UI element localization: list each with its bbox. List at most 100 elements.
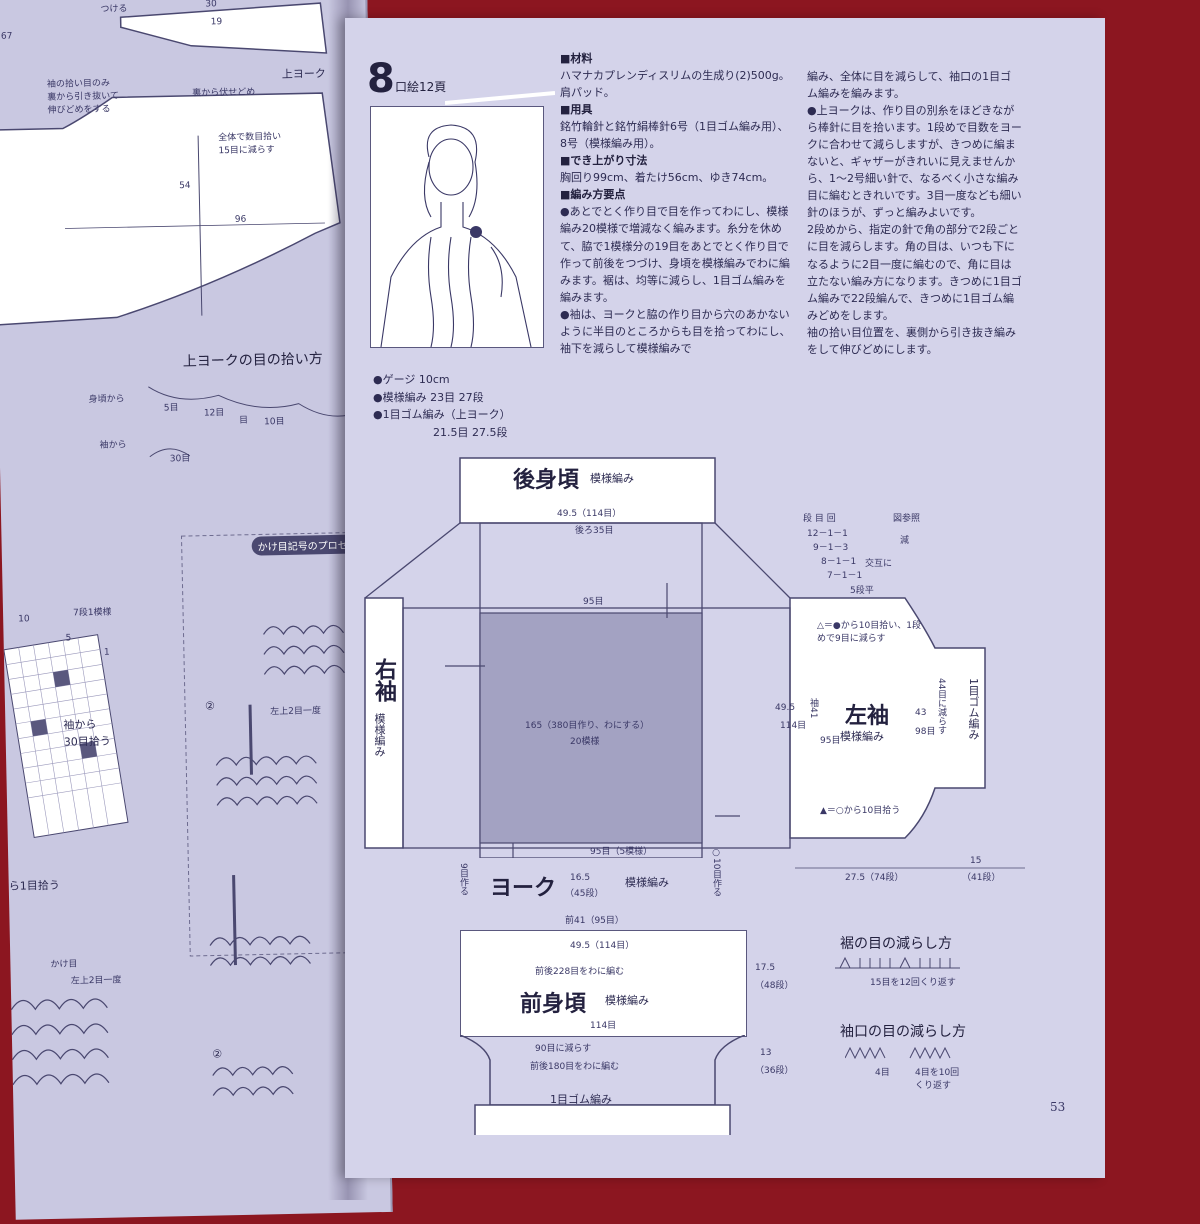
- yoke-title: ヨーク: [490, 876, 557, 901]
- label-30: 30: [205, 0, 217, 10]
- size-heading: ■でき上がり寸法: [560, 154, 648, 168]
- cuff-symbols: [845, 1046, 951, 1060]
- back-stitches: 後ろ35目: [575, 526, 614, 536]
- count-30: 30目: [169, 453, 191, 465]
- points-heading: ■編み方要点: [560, 188, 626, 202]
- pick-one-note: ら1目拾う: [8, 878, 60, 893]
- note-all-pick: 全体で数目拾い 15目に減らす: [218, 131, 282, 157]
- label-95: 95目: [583, 597, 604, 607]
- left-sleeve-title: 左袖: [845, 704, 890, 729]
- front-41: 前41（95目）: [565, 916, 624, 926]
- center-note-1: 165（380目作り、わにする）: [525, 721, 650, 731]
- count-5: 5目: [163, 403, 179, 414]
- center-note-2: 20模様: [570, 737, 600, 747]
- pattern-num-10: 10: [18, 614, 30, 625]
- step-mark-1: ②: [204, 699, 216, 713]
- schematic-lines: [364, 457, 986, 858]
- pattern-num-1: 1: [103, 647, 110, 658]
- sleeve-pick-note-1: △＝●から10目拾い、1段めで9目に減らす: [817, 621, 921, 644]
- left-sleeve-sub: 模様編み: [840, 730, 884, 743]
- label-67: 67: [0, 31, 13, 42]
- label-sleeve41: 袖41: [808, 698, 818, 719]
- count-1: 目: [238, 415, 249, 426]
- right-sleeve-title: 右袖: [371, 658, 396, 702]
- note-sleeve-pick: 袖の拾い目のみ 裏から引き抜いて 伸びどめをする: [46, 78, 120, 116]
- label-tsukeru: つける: [100, 4, 128, 15]
- cross-label: 交互に: [865, 559, 893, 569]
- cuff-rows: （41段）: [962, 873, 1001, 883]
- front-228: 前後228目をわに編む: [535, 967, 625, 977]
- cuff-repeat: 4目を10回くり返す: [915, 1068, 960, 1091]
- from-sleeve-label: 袖から: [99, 440, 127, 451]
- made-10: ○10目作る: [711, 848, 721, 897]
- label-96: 96: [234, 214, 247, 225]
- yoke-95: 95目（5模様）: [590, 847, 653, 857]
- sleeve-dim-line: [795, 867, 1025, 869]
- label-49-5: 49.5: [775, 703, 796, 713]
- height-13-rows: （36段）: [755, 1066, 794, 1076]
- from-body-label: 身頃から: [88, 394, 125, 406]
- height-17-5: 17.5: [755, 963, 776, 973]
- materials-text: ハマナカプレンディスリムの生成り(2)500g。肩パッド。: [560, 69, 790, 100]
- gauge-block: ●ゲージ 10cm ●模様編み 23目 27段 ●1目ゴム編み（上ヨーク） 21…: [373, 371, 553, 441]
- hem-repeat: 15目を12回くり返す: [870, 978, 956, 988]
- tools-text: 銘竹輪針と銘竹絹棒針6号（1目ゴム編み用）、8号（模様編み用）。: [560, 120, 789, 151]
- label-98: 98目: [915, 727, 936, 737]
- dan-row-1: 12－1－1: [807, 529, 848, 539]
- front-180: 前後180目をわに編む: [530, 1062, 620, 1072]
- gauge-line-2: ●模様編み 23目 27段: [373, 390, 484, 404]
- front-rib-shape: [460, 1035, 745, 1135]
- gauge-line-1: ●ゲージ 10cm: [373, 373, 450, 386]
- gauge-line-3: ●1目ゴム編み（上ヨーク）: [373, 408, 511, 422]
- sleeve-pick-note: 袖から 30目拾う: [63, 717, 111, 749]
- gauge-line-4: 21.5目 27.5段: [433, 425, 508, 439]
- sweater-illustration: [370, 106, 544, 348]
- dan-header: 段 目 回: [803, 514, 836, 524]
- kake-label: かけ目: [50, 959, 78, 970]
- pattern-number: 8: [367, 56, 395, 102]
- materials-heading: ■材料: [560, 52, 593, 65]
- size-text: 胸回り99cm、着たけ56cm、ゆき74cm。: [560, 171, 774, 185]
- points-text: ●あとでとく作り目で目を作ってわにし、模様編み20模様で増減なく編みます。糸分を…: [560, 205, 791, 355]
- left-up-label: 左上2目一度: [270, 706, 322, 718]
- height-13: 13: [760, 1048, 772, 1058]
- count-12: 12目: [203, 408, 225, 419]
- label-upper-yoke: 上ヨーク: [281, 66, 326, 81]
- front-body-sub: 模様編み: [605, 994, 649, 1007]
- left-page-diagram: [0, 2, 371, 1097]
- cuff-width: 15: [970, 856, 982, 866]
- dan-flat: 5段平: [850, 586, 874, 596]
- label-54: 54: [179, 180, 191, 192]
- minus-label: 減: [900, 536, 910, 546]
- woman-sketch: [380, 124, 532, 348]
- hem-title: 裾の目の減らし方: [840, 936, 952, 952]
- note-back-bind: 裏から伏せどめ: [192, 87, 256, 99]
- rib-label: 1目ゴム編み: [550, 1093, 612, 1106]
- yoke-height: 16.5: [570, 873, 591, 883]
- count-10: 10目: [264, 416, 285, 428]
- dan-row-4: 7－1－1: [827, 571, 863, 581]
- yoke-rows: （45段）: [565, 889, 604, 899]
- fig-ref: 図参照: [893, 514, 921, 524]
- pattern-num-5: 5: [65, 633, 72, 644]
- right-page: 8 口絵12頁 ■材料 ハマナカプレンディスリムの生成り(2)500g。肩パッド…: [345, 18, 1105, 1178]
- hem-symbols: [835, 956, 960, 969]
- label-19: 19: [210, 17, 223, 28]
- label-43: 43: [915, 708, 927, 718]
- back-width: 49.5（114目）: [557, 509, 622, 519]
- label-114: 114目: [780, 721, 807, 731]
- cuff-rib-label: 1目ゴム編み: [967, 678, 981, 740]
- cuff-title: 袖口の目の減らし方: [840, 1024, 966, 1040]
- front-114: 114目: [590, 1021, 617, 1031]
- sleeve-pick-note-2: ▲＝○から10目拾う: [820, 806, 901, 816]
- height-17-5-rows: （48段）: [755, 981, 794, 991]
- front-width: 49.5（114目）: [570, 941, 635, 951]
- step-mark-2: ②: [212, 1047, 223, 1061]
- header-stripes: [445, 91, 555, 105]
- left-page: つける 30 19 67 上ヨーク 裏から伏せどめ 袖の拾い目のみ 裏から引き抜…: [0, 0, 393, 1220]
- reduce-90: 90目に減らす: [535, 1044, 592, 1054]
- sleeve-width: 27.5（74段）: [845, 873, 904, 883]
- right-sleeve-sub: 模様編み: [373, 713, 387, 757]
- dan-row-3: 8－1－1: [821, 557, 857, 567]
- photo-ref: 口絵12頁: [395, 80, 447, 94]
